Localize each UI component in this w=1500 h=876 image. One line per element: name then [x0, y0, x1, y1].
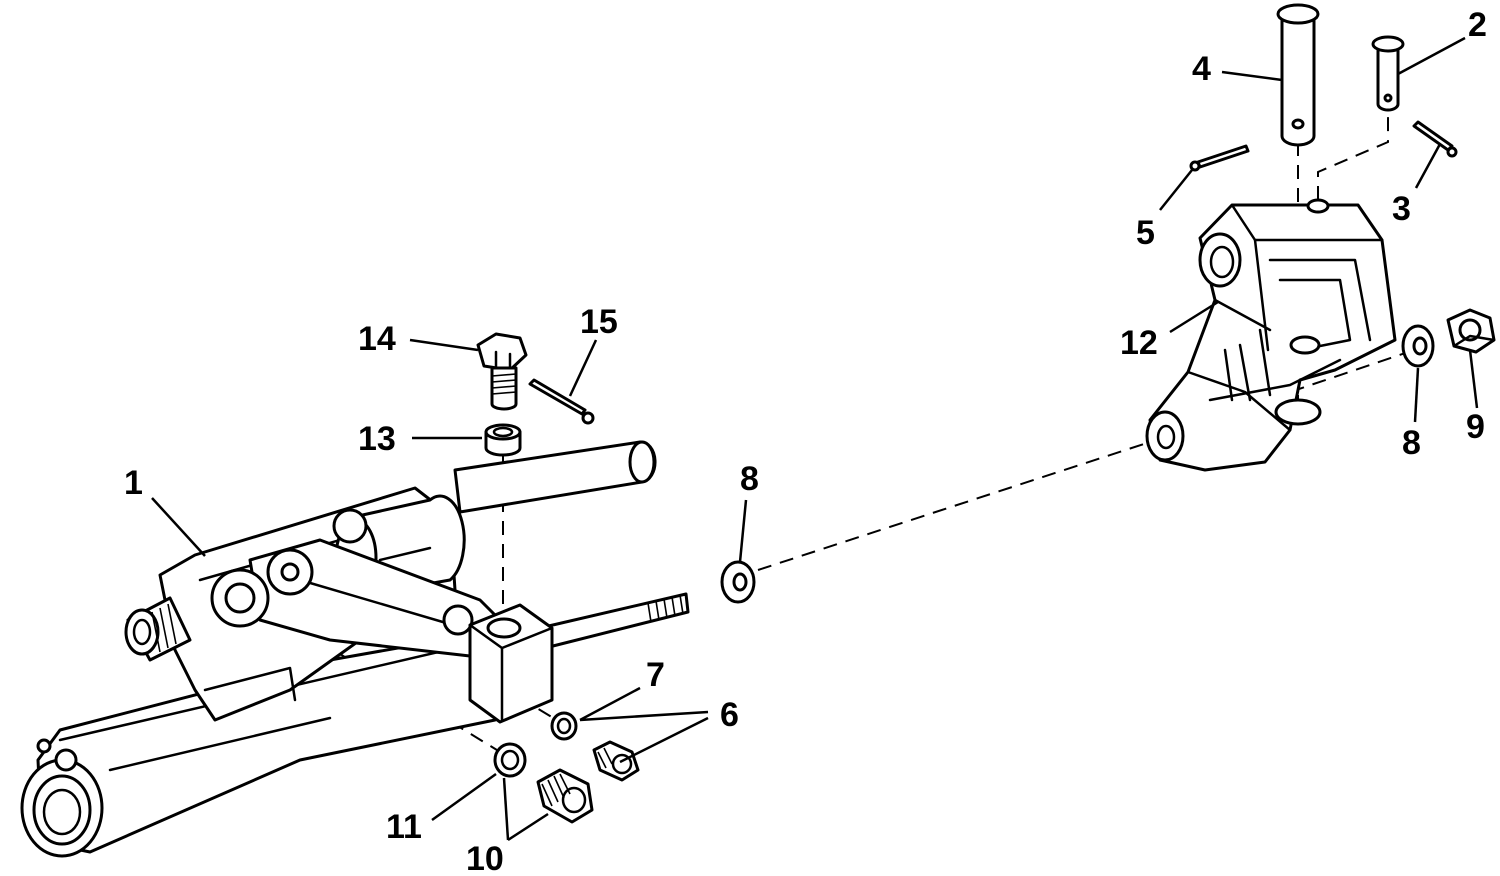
- callout-7: 7: [646, 656, 665, 694]
- fitting-6-threads: [597, 747, 613, 769]
- callout-15: 15: [580, 303, 618, 341]
- callout-13: 13: [358, 420, 396, 458]
- part-10-fitting: [536, 768, 594, 824]
- fitting-threads: [151, 603, 177, 653]
- part-8-washer-upper: [1401, 324, 1435, 368]
- callout-10: 10: [466, 840, 504, 876]
- callout-11: 11: [386, 808, 422, 846]
- callout-5: 5: [1136, 214, 1155, 252]
- part-4-clevis-pin: [1276, 3, 1320, 147]
- fitting-10-threads: [541, 773, 571, 807]
- callout-labels: 1 2 3 4 5 6 7 8 8 9 10 11 12 13 14 15: [124, 6, 1487, 876]
- callout-8-upper: 8: [1402, 424, 1421, 462]
- callout-1: 1: [124, 464, 143, 502]
- part-2-small-pin: [1371, 35, 1405, 112]
- callout-2: 2: [1468, 6, 1487, 44]
- callout-9: 9: [1466, 408, 1485, 446]
- part-8-washer-lower: [720, 560, 756, 604]
- part-6-fitting: [592, 740, 640, 782]
- part-14-bolt: [476, 332, 528, 411]
- part-3-cotter-pin: [1412, 120, 1458, 158]
- part-1-cylinder-assembly: [20, 440, 690, 858]
- callout-3: 3: [1392, 190, 1411, 228]
- part-13-bushing: [484, 423, 522, 457]
- part-15-cotter-pin: [528, 378, 595, 425]
- leader-lines: [151, 36, 1479, 842]
- part-5-cotter-pin: [1189, 144, 1250, 172]
- callout-8-lower: 8: [740, 460, 759, 498]
- rod-threads: [647, 594, 684, 623]
- callout-14: 14: [358, 320, 396, 358]
- callout-6: 6: [720, 696, 739, 734]
- part-7-o-ring: [550, 711, 578, 741]
- part-12-pivot-bracket: [1145, 198, 1397, 472]
- part-9-nut: [1446, 308, 1496, 354]
- bolt-threads: [491, 373, 517, 395]
- part-11-o-ring: [493, 742, 527, 778]
- callout-12: 12: [1120, 324, 1158, 362]
- callout-4: 4: [1192, 50, 1211, 88]
